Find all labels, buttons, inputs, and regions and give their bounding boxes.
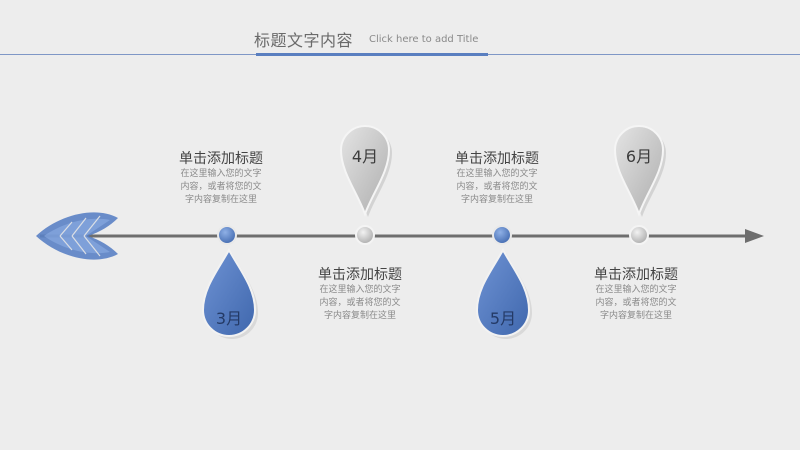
month-label-4: 4月 (351, 147, 379, 166)
milestone-title-3[interactable]: 单击添加标题 (455, 151, 539, 167)
milestone-body-1-line-3: 字内容复制在这里 (184, 195, 257, 205)
slide-subtitle[interactable]: Click here to add Title (369, 34, 479, 45)
milestone-body-2-line-1: 在这里输入您的文字 (319, 285, 401, 295)
timeline-arrowhead (745, 229, 764, 243)
milestone-body-3-line-2: 内容，或者将您的文 (456, 182, 538, 192)
header-accent-bar (256, 53, 488, 56)
pin-marker-6 (613, 125, 666, 217)
milestone-body-2-line-3: 字内容复制在这里 (323, 311, 396, 321)
milestone-body-3-line-1: 在这里输入您的文字 (456, 169, 538, 179)
milestone-body-3[interactable]: 在这里输入您的文字 内容，或者将您的文 字内容复制在这里 (432, 168, 562, 207)
milestone-title-4[interactable]: 单击添加标题 (594, 267, 678, 283)
milestone-body-4-line-3: 字内容复制在这里 (599, 311, 672, 321)
milestone-title-2[interactable]: 单击添加标题 (318, 267, 402, 283)
milestone-body-4[interactable]: 在这里输入您的文字 内容，或者将您的文 字内容复制在这里 (571, 284, 701, 323)
milestone-dot-6[interactable] (629, 225, 649, 245)
milestone-dot-3[interactable] (217, 225, 237, 245)
milestone-body-4-line-1: 在这里输入您的文字 (595, 285, 677, 295)
milestone-dot-4[interactable] (355, 225, 375, 245)
milestone-body-4-line-2: 内容，或者将您的文 (595, 298, 677, 308)
milestone-body-3-line-3: 字内容复制在这里 (460, 195, 533, 205)
milestone-body-1-line-1: 在这里输入您的文字 (180, 169, 262, 179)
milestone-body-2[interactable]: 在这里输入您的文字 内容，或者将您的文 字内容复制在这里 (295, 284, 425, 323)
month-label-5: 5月 (489, 309, 517, 328)
drop-marker-5 (475, 247, 532, 339)
slide-title[interactable]: 标题文字内容 (254, 31, 354, 50)
milestone-title-1[interactable]: 单击添加标题 (179, 151, 263, 167)
milestone-body-2-line-2: 内容，或者将您的文 (319, 298, 401, 308)
pin-marker-4 (339, 125, 392, 217)
month-label-6: 6月 (625, 147, 653, 166)
milestone-body-1[interactable]: 在这里输入您的文字 内容，或者将您的文 字内容复制在这里 (156, 168, 286, 207)
milestone-body-1-line-2: 内容，或者将您的文 (180, 182, 262, 192)
arrow-fletching-icon (36, 212, 118, 260)
month-label-3: 3月 (215, 309, 243, 328)
milestone-dot-5[interactable] (492, 225, 512, 245)
drop-marker-3 (201, 247, 258, 339)
